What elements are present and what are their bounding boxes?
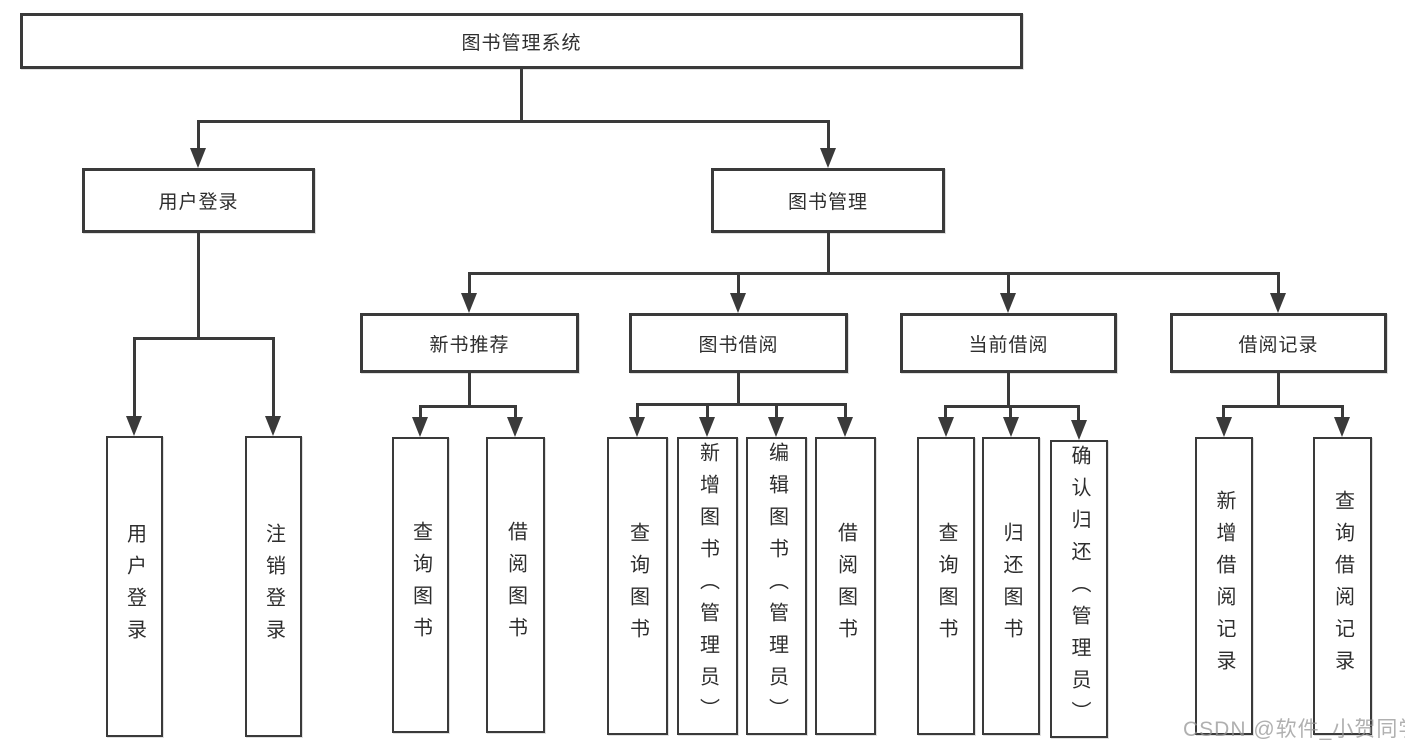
arrow-head <box>265 416 281 436</box>
connector-line <box>1222 405 1225 417</box>
node-label: 新增图书（管理员） <box>696 442 719 730</box>
arrow-head <box>1000 293 1016 313</box>
node-label: 注销登录 <box>262 522 285 651</box>
arrow-head <box>1270 293 1286 313</box>
node-label: 确认归还（管理员） <box>1068 445 1090 733</box>
arrow-head <box>1003 417 1019 437</box>
node-logout-leaf: 注销登录 <box>245 436 302 737</box>
arrow-head <box>837 417 853 437</box>
node-label: 新书推荐 <box>429 334 510 356</box>
connector-line <box>636 403 847 406</box>
connector-line <box>1077 405 1080 420</box>
connector-line <box>827 120 830 148</box>
node-label: 用户登录 <box>158 192 239 213</box>
connector-line <box>514 405 517 417</box>
arrow-head <box>461 293 477 313</box>
csdn-watermark: CSDN @软件_小贺同学 <box>1183 718 1405 741</box>
node-label: 图书借阅 <box>698 334 779 356</box>
arrow-head <box>412 417 428 437</box>
arrow-head <box>730 293 746 313</box>
connector-line <box>737 373 740 403</box>
node-user-login-branch: 用户登录 <box>82 168 315 233</box>
node-edit-books-admin: 编辑图书（管理员） <box>746 437 807 735</box>
connector-line <box>272 337 275 416</box>
connector-line <box>133 337 275 340</box>
node-label: 查询借阅记录 <box>1331 490 1354 682</box>
node-label: 查询图书 <box>935 522 957 650</box>
node-label: 用户登录 <box>123 522 146 651</box>
node-label: 图书管理系统 <box>461 32 582 54</box>
arrow-head <box>1216 417 1232 437</box>
node-label: 查询图书 <box>409 521 432 649</box>
node-new-book-recommendation: 新书推荐 <box>360 313 579 373</box>
node-label: 归还图书 <box>1000 522 1022 650</box>
arrow-head <box>938 417 954 437</box>
connector-line <box>775 403 778 417</box>
connector-line <box>1277 373 1280 405</box>
node-borrow-books-recommend: 借阅图书 <box>486 437 545 733</box>
connector-line <box>197 120 830 123</box>
arrow-head <box>1071 420 1087 440</box>
arrow-head <box>126 416 142 436</box>
arrow-head <box>768 417 784 437</box>
node-label: 查询图书 <box>626 522 649 650</box>
connector-line <box>844 403 847 417</box>
node-query-books-recommend: 查询图书 <box>392 437 449 733</box>
node-book-borrowing: 图书借阅 <box>629 313 848 373</box>
node-label: 当前借阅 <box>968 334 1049 356</box>
connector-line <box>1009 405 1012 417</box>
connector-line <box>468 272 1280 275</box>
node-library-system-root: 图书管理系统 <box>20 13 1023 69</box>
arrow-head <box>699 417 715 437</box>
node-label: 借阅记录 <box>1238 334 1319 356</box>
arrow-head <box>190 148 206 168</box>
node-borrowing-records: 借阅记录 <box>1170 313 1387 373</box>
node-label: 新增借阅记录 <box>1213 490 1235 682</box>
node-query-books-current: 查询图书 <box>917 437 975 735</box>
node-add-borrow-record: 新增借阅记录 <box>1195 437 1253 735</box>
arrow-head <box>820 148 836 168</box>
node-return-books: 归还图书 <box>982 437 1040 735</box>
node-confirm-return-admin: 确认归还（管理员） <box>1050 440 1108 738</box>
arrow-head <box>507 417 523 437</box>
connector-line <box>1222 405 1344 408</box>
arrow-head <box>1334 417 1350 437</box>
node-user-login-leaf: 用户登录 <box>106 436 163 737</box>
connector-line <box>419 405 422 417</box>
node-add-books-admin: 新增图书（管理员） <box>677 437 738 735</box>
connector-line <box>636 403 639 417</box>
connector-line <box>1007 373 1010 405</box>
node-query-borrow-record: 查询借阅记录 <box>1313 437 1372 735</box>
connector-line <box>468 272 471 293</box>
connector-line <box>419 405 517 408</box>
connector-line <box>468 373 471 405</box>
connector-line <box>520 69 523 120</box>
connector-line <box>737 272 740 293</box>
node-label: 借阅图书 <box>834 522 857 650</box>
connector-line <box>197 233 200 337</box>
node-label: 编辑图书（管理员） <box>765 442 788 730</box>
arrow-head <box>629 417 645 437</box>
node-borrow-books-borrowing: 借阅图书 <box>815 437 876 735</box>
connector-line <box>1007 272 1010 293</box>
connector-line <box>827 233 830 272</box>
connector-line <box>1277 272 1280 293</box>
connector-line <box>1341 405 1344 417</box>
node-query-books-borrowing: 查询图书 <box>607 437 668 735</box>
connector-line <box>944 405 1080 408</box>
connector-line <box>133 337 136 416</box>
connector-line <box>944 405 947 417</box>
connector-line <box>197 120 200 148</box>
node-current-borrowing: 当前借阅 <box>900 313 1117 373</box>
connector-line <box>706 403 709 417</box>
node-label: 借阅图书 <box>504 521 527 649</box>
node-book-management-branch: 图书管理 <box>711 168 945 233</box>
node-label: 图书管理 <box>787 192 868 213</box>
